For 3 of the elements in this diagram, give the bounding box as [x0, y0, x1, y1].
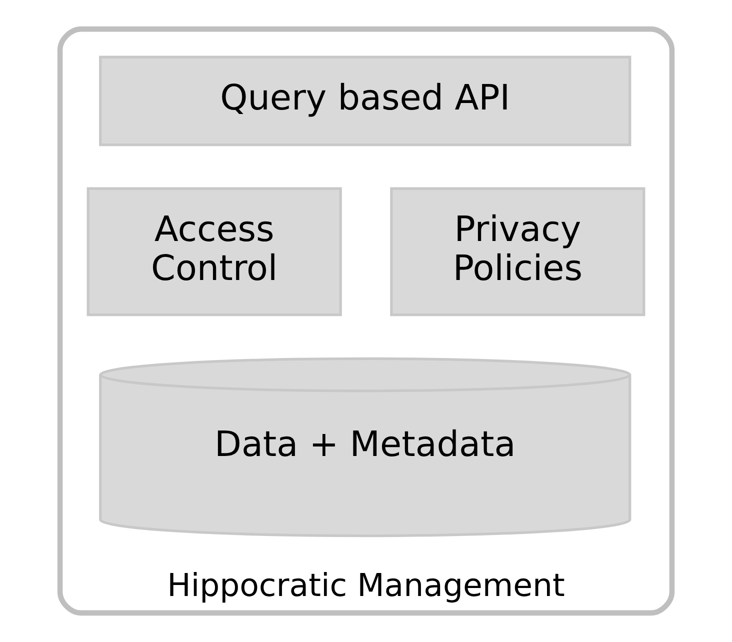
node-box: Query based API [99, 56, 632, 146]
node-box: Privacy Policies [390, 187, 646, 316]
node-box: Access Control [86, 187, 342, 316]
